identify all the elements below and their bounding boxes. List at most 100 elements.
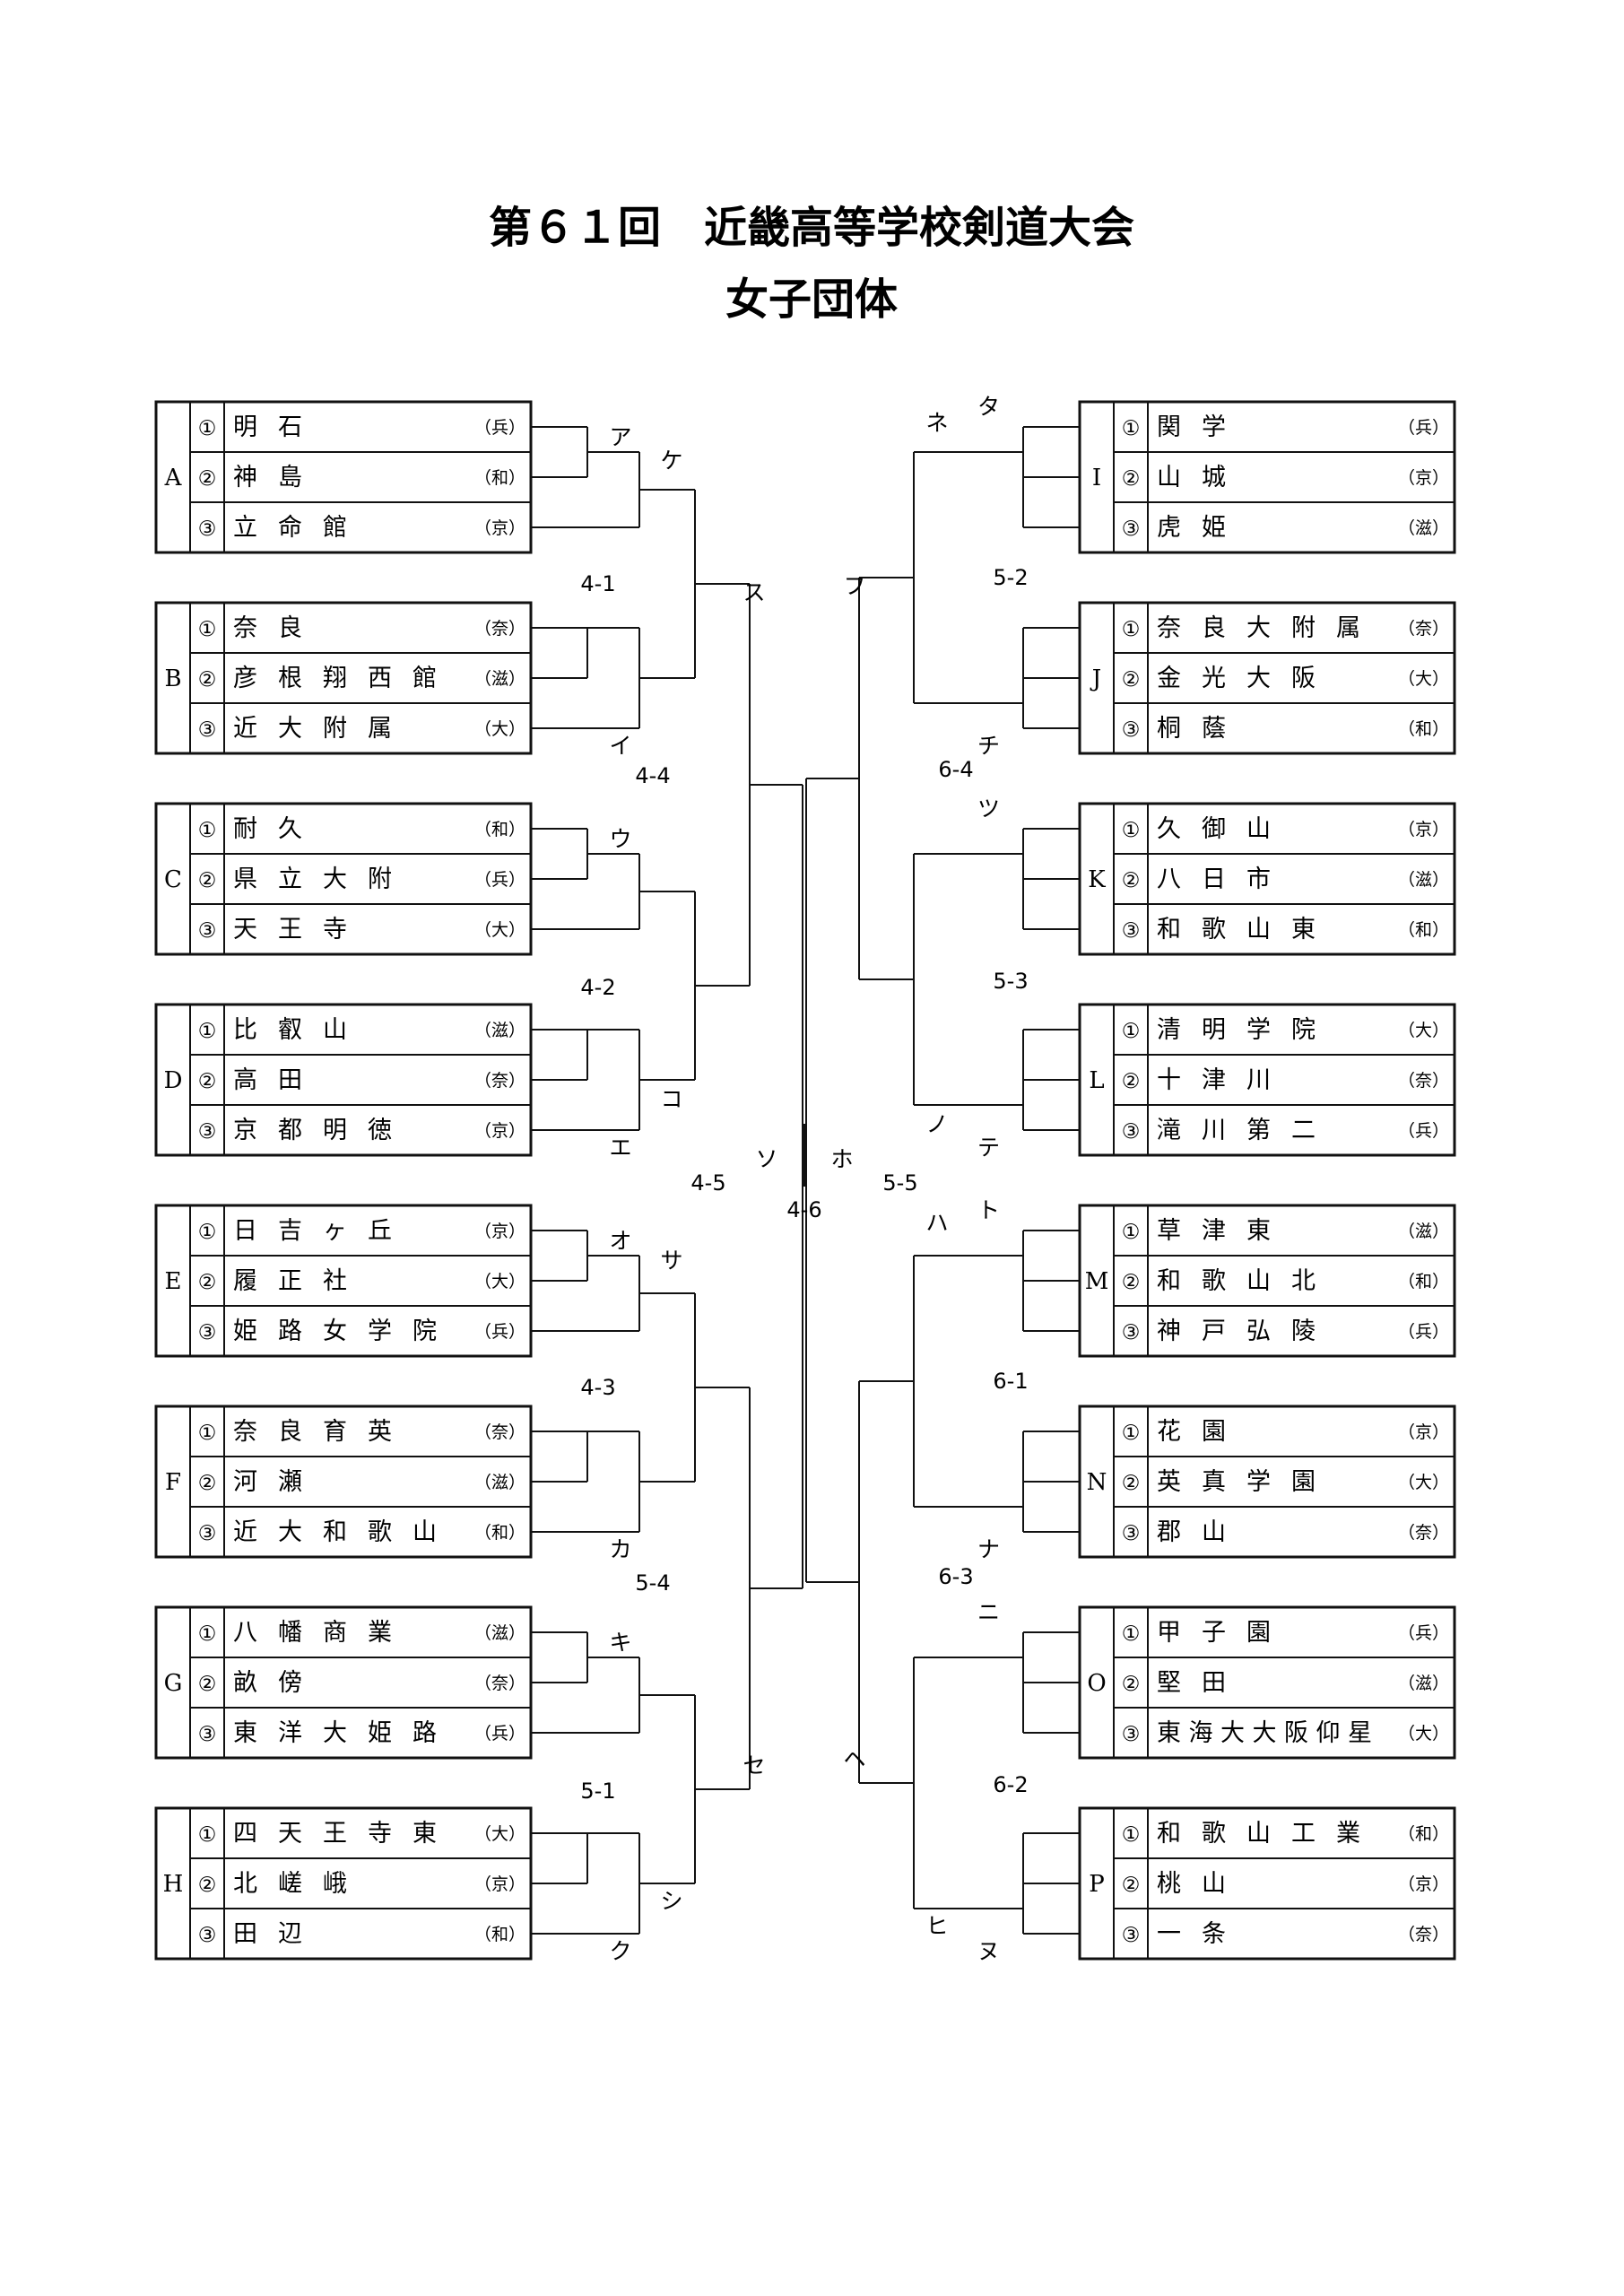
- group-letter: H: [163, 1871, 184, 1898]
- match-label: ウ: [609, 826, 631, 852]
- team-prefecture: （奈）: [474, 1674, 525, 1693]
- match-label: ハ: [925, 1210, 948, 1236]
- match-label: ホ: [830, 1146, 853, 1172]
- match-label: ク: [609, 1938, 631, 1964]
- match-label: フ: [843, 573, 865, 599]
- match-label: ア: [609, 424, 631, 450]
- group-box-frame: [1078, 1204, 1456, 1358]
- match-label: ノ: [925, 1111, 948, 1137]
- team-number: ②: [198, 1472, 217, 1495]
- team-number: ③: [198, 718, 217, 742]
- team-name: 天王寺: [233, 916, 347, 944]
- group-box-frame: [154, 400, 533, 554]
- team-prefecture: （京）: [1398, 1874, 1449, 1894]
- team-number: ①: [198, 1422, 217, 1445]
- match-label: オ: [609, 1228, 631, 1254]
- match-label: テ: [977, 1135, 1000, 1161]
- court-code: 5-3: [993, 969, 1028, 994]
- group-letter: P: [1089, 1871, 1105, 1898]
- team-number: ①: [198, 417, 217, 440]
- team-prefecture: （滋）: [1398, 1222, 1449, 1241]
- match-label: ナ: [977, 1536, 1000, 1562]
- group-box-frame: [1078, 400, 1456, 554]
- group-letter: F: [165, 1469, 181, 1496]
- group-letter: L: [1089, 1067, 1104, 1094]
- team-prefecture: （滋）: [474, 1473, 525, 1492]
- team-prefecture: （兵）: [1398, 1623, 1449, 1643]
- court-code: 5-2: [993, 565, 1028, 590]
- group-box-frame: [1078, 1806, 1456, 1961]
- team-number: ②: [1122, 1472, 1141, 1495]
- team-number: ①: [1122, 1823, 1141, 1847]
- team-number: ②: [198, 869, 217, 892]
- team-number: ②: [1122, 1271, 1141, 1294]
- group-letter: J: [1090, 665, 1101, 692]
- team-prefecture: （滋）: [474, 1623, 525, 1643]
- group-letter: C: [164, 866, 182, 893]
- team-prefecture: （大）: [1398, 1724, 1449, 1744]
- team-prefecture: （京）: [1398, 1422, 1449, 1442]
- match-label: サ: [660, 1248, 682, 1274]
- group-letter: I: [1092, 465, 1101, 491]
- team-prefecture: （大）: [474, 1824, 525, 1844]
- team-number: ③: [1122, 1120, 1141, 1144]
- team-prefecture: （奈）: [474, 619, 525, 639]
- team-number: ③: [198, 1924, 217, 1947]
- group-box-frame: [154, 802, 533, 956]
- team-prefecture: （和）: [1398, 1824, 1449, 1844]
- group-letter: G: [164, 1670, 183, 1697]
- team-number: ①: [1122, 1422, 1141, 1445]
- team-number: ③: [198, 517, 217, 541]
- match-label: ケ: [660, 448, 682, 474]
- page-title: 第６１回 近畿高等学校剣道大会: [489, 203, 1134, 253]
- match-label: ス: [743, 579, 765, 605]
- group-box-frame: [154, 1806, 533, 1961]
- team-name: 甲子園: [1157, 1619, 1271, 1647]
- team-prefecture: （大）: [1398, 1473, 1449, 1492]
- team-name: 立命館: [233, 514, 347, 542]
- team-number: ②: [198, 1673, 217, 1696]
- team-number: ②: [198, 1070, 217, 1093]
- team-prefecture: （京）: [474, 1222, 525, 1241]
- court-code: 4-1: [580, 571, 615, 596]
- team-number: ①: [198, 1020, 217, 1043]
- team-number: ②: [198, 1271, 217, 1294]
- team-prefecture: （京）: [474, 518, 525, 538]
- group-box-frame: [1078, 1405, 1456, 1559]
- team-prefecture: （大）: [474, 719, 525, 739]
- group-letter: A: [164, 465, 183, 491]
- group-letter: E: [165, 1268, 182, 1295]
- court-code: 5-4: [635, 1570, 670, 1596]
- group-letter: O: [1087, 1670, 1106, 1697]
- court-code: 5-5: [882, 1170, 917, 1196]
- group-box-frame: [154, 1405, 533, 1559]
- team-prefecture: （奈）: [1398, 619, 1449, 639]
- team-number: ①: [1122, 618, 1141, 641]
- team-prefecture: （滋）: [1398, 1674, 1449, 1693]
- match-label: ソ: [755, 1146, 777, 1172]
- team-number: ①: [1122, 819, 1141, 842]
- team-name: 草津東: [1157, 1217, 1271, 1245]
- team-number: ③: [198, 1321, 217, 1344]
- team-prefecture: （奈）: [1398, 1071, 1449, 1091]
- team-prefecture: （奈）: [1398, 1925, 1449, 1944]
- final-court-code: 4-6: [786, 1197, 821, 1222]
- page-subtitle: 女子団体: [725, 274, 898, 325]
- team-number: ①: [198, 618, 217, 641]
- team-number: ①: [198, 1823, 217, 1847]
- team-number: ③: [1122, 1924, 1141, 1947]
- match-label: ヌ: [977, 1938, 1000, 1964]
- team-number: ③: [198, 1723, 217, 1746]
- team-number: ①: [1122, 1622, 1141, 1646]
